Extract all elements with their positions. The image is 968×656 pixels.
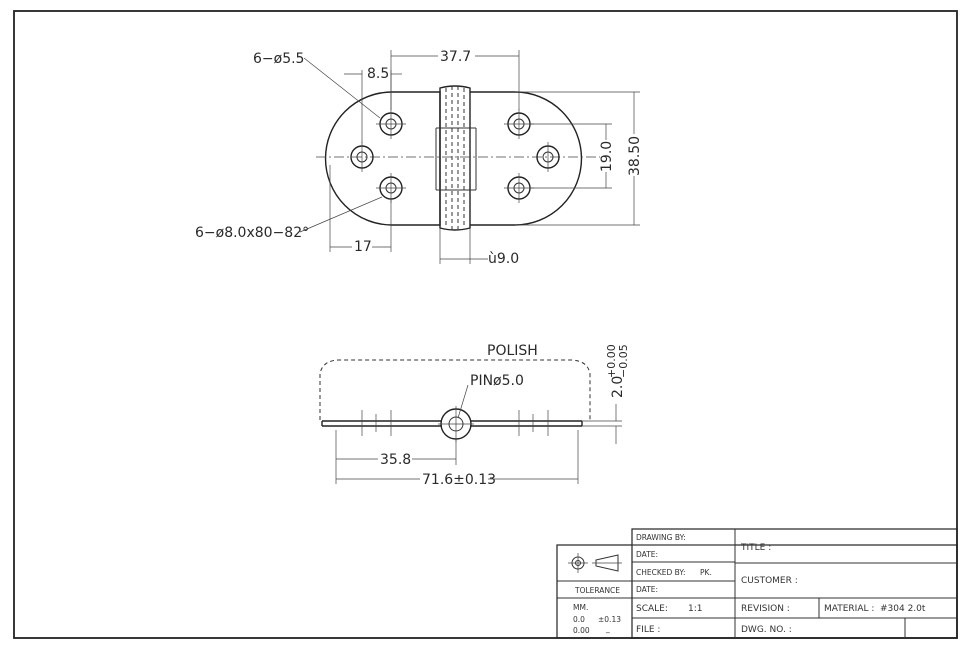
half-length-dim: 35.8 — [380, 452, 411, 468]
hole-span-dim: 37.7 — [440, 49, 471, 65]
plate-outline — [324, 91, 441, 226]
edge-dist-dim: 17 — [354, 239, 372, 255]
tolerance-label: TOLERANCE — [574, 586, 620, 595]
title-label: TITLE : — [740, 543, 771, 553]
hole — [536, 142, 560, 172]
unit-label: MM. — [573, 603, 588, 612]
hole-count-label: 6−ø5.5 — [253, 51, 304, 67]
hole — [376, 109, 406, 139]
knuckle-dia-dim: ù9.0 — [488, 251, 519, 267]
date2-label: DATE: — [636, 585, 658, 594]
width-dim: 38.50 — [627, 136, 643, 176]
checked-by-value: PK. — [700, 568, 712, 577]
hole — [504, 109, 534, 139]
hole — [350, 142, 374, 172]
hole-pitch-dim: 8.5 — [367, 66, 389, 82]
material-label: MATERIAL : — [824, 604, 874, 614]
side-view: POLISH PINø5.0 2.0 +0.00 −0.05 — [319, 343, 630, 488]
tol-row2-tol: _ — [605, 624, 610, 633]
date1-label: DATE: — [636, 550, 658, 559]
knuckle — [439, 85, 471, 231]
thickness-dim: 2.0 — [610, 376, 626, 398]
file-label: FILE : — [636, 625, 660, 635]
hole-row-dim: 19.0 — [599, 141, 615, 172]
countersink-label: 6−ø8.0x80−82° — [195, 225, 309, 241]
length-dim: 71.6±0.13 — [422, 472, 496, 488]
revision-label: REVISION : — [741, 604, 790, 614]
scale-value: 1:1 — [688, 604, 702, 614]
projection-symbol-icon — [568, 553, 622, 573]
polish-outline — [319, 359, 591, 420]
pin-label: PINø5.0 — [470, 373, 524, 389]
drawing-by-label: DRAWING BY: — [636, 533, 686, 542]
scale-label: SCALE: — [636, 604, 668, 614]
polish-label: POLISH — [487, 343, 538, 359]
thickness-tol-plus: +0.00 — [605, 344, 618, 378]
checked-by-label: CHECKED BY: — [636, 568, 686, 577]
top-view: 8.5 37.7 6−ø5.5 6−ø8.0x80−82° 17 ù9.0 19… — [195, 49, 643, 267]
dwg-no-label: DWG. NO. : — [741, 625, 792, 635]
tol-row2-value: 0.00 — [573, 626, 590, 635]
hole — [376, 173, 406, 203]
sheet-border — [13, 10, 958, 639]
tol-row1-tol: ±0.13 — [598, 615, 621, 624]
tol-row1-value: 0.0 — [573, 615, 585, 624]
title-block: TOLERANCE MM. 0.0 ±0.13 0.00 _ DRAWING B… — [556, 528, 958, 639]
hole — [504, 173, 534, 203]
thickness-tol-minus: −0.05 — [617, 344, 630, 378]
material-value: #304 2.0t — [880, 604, 926, 614]
customer-label: CUSTOMER : — [741, 576, 798, 586]
